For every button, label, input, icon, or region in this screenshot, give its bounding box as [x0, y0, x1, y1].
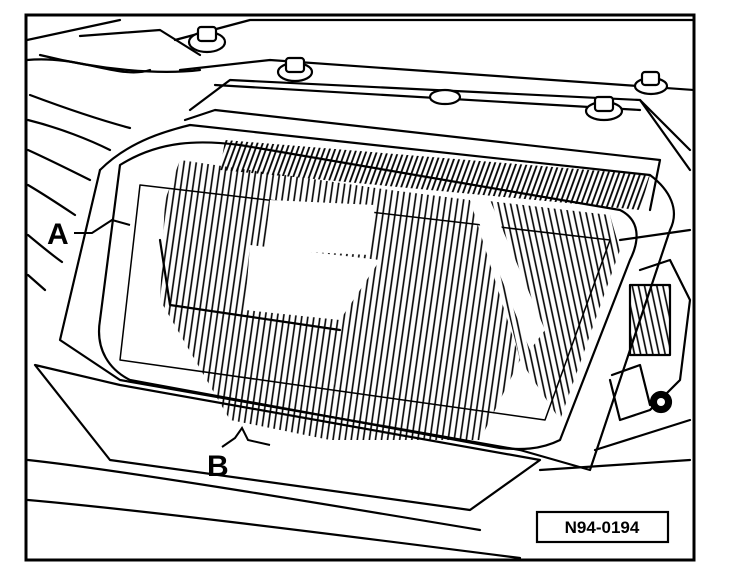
figure-reference-code: N94-0194: [565, 518, 640, 537]
top-stripe: [220, 140, 650, 210]
adjuster-mechanism: [538, 228, 692, 472]
lens-hatch-right: [480, 200, 620, 420]
svg-text:A: A: [47, 218, 69, 251]
bolt-icon: [187, 25, 669, 122]
svg-text:B: B: [207, 450, 229, 483]
callout-b: B: [207, 426, 271, 483]
figure-reference-box: N94-0194: [535, 510, 670, 544]
body-panel-lines: [27, 18, 522, 559]
callout-a: A: [47, 218, 131, 251]
lens-clear-window: [265, 200, 375, 255]
adjusting-screw-icon: [649, 390, 673, 414]
lens-hatch-center: [330, 190, 520, 440]
headlamp-housing: [33, 108, 675, 512]
lens-clear-diagonal: [470, 200, 545, 350]
